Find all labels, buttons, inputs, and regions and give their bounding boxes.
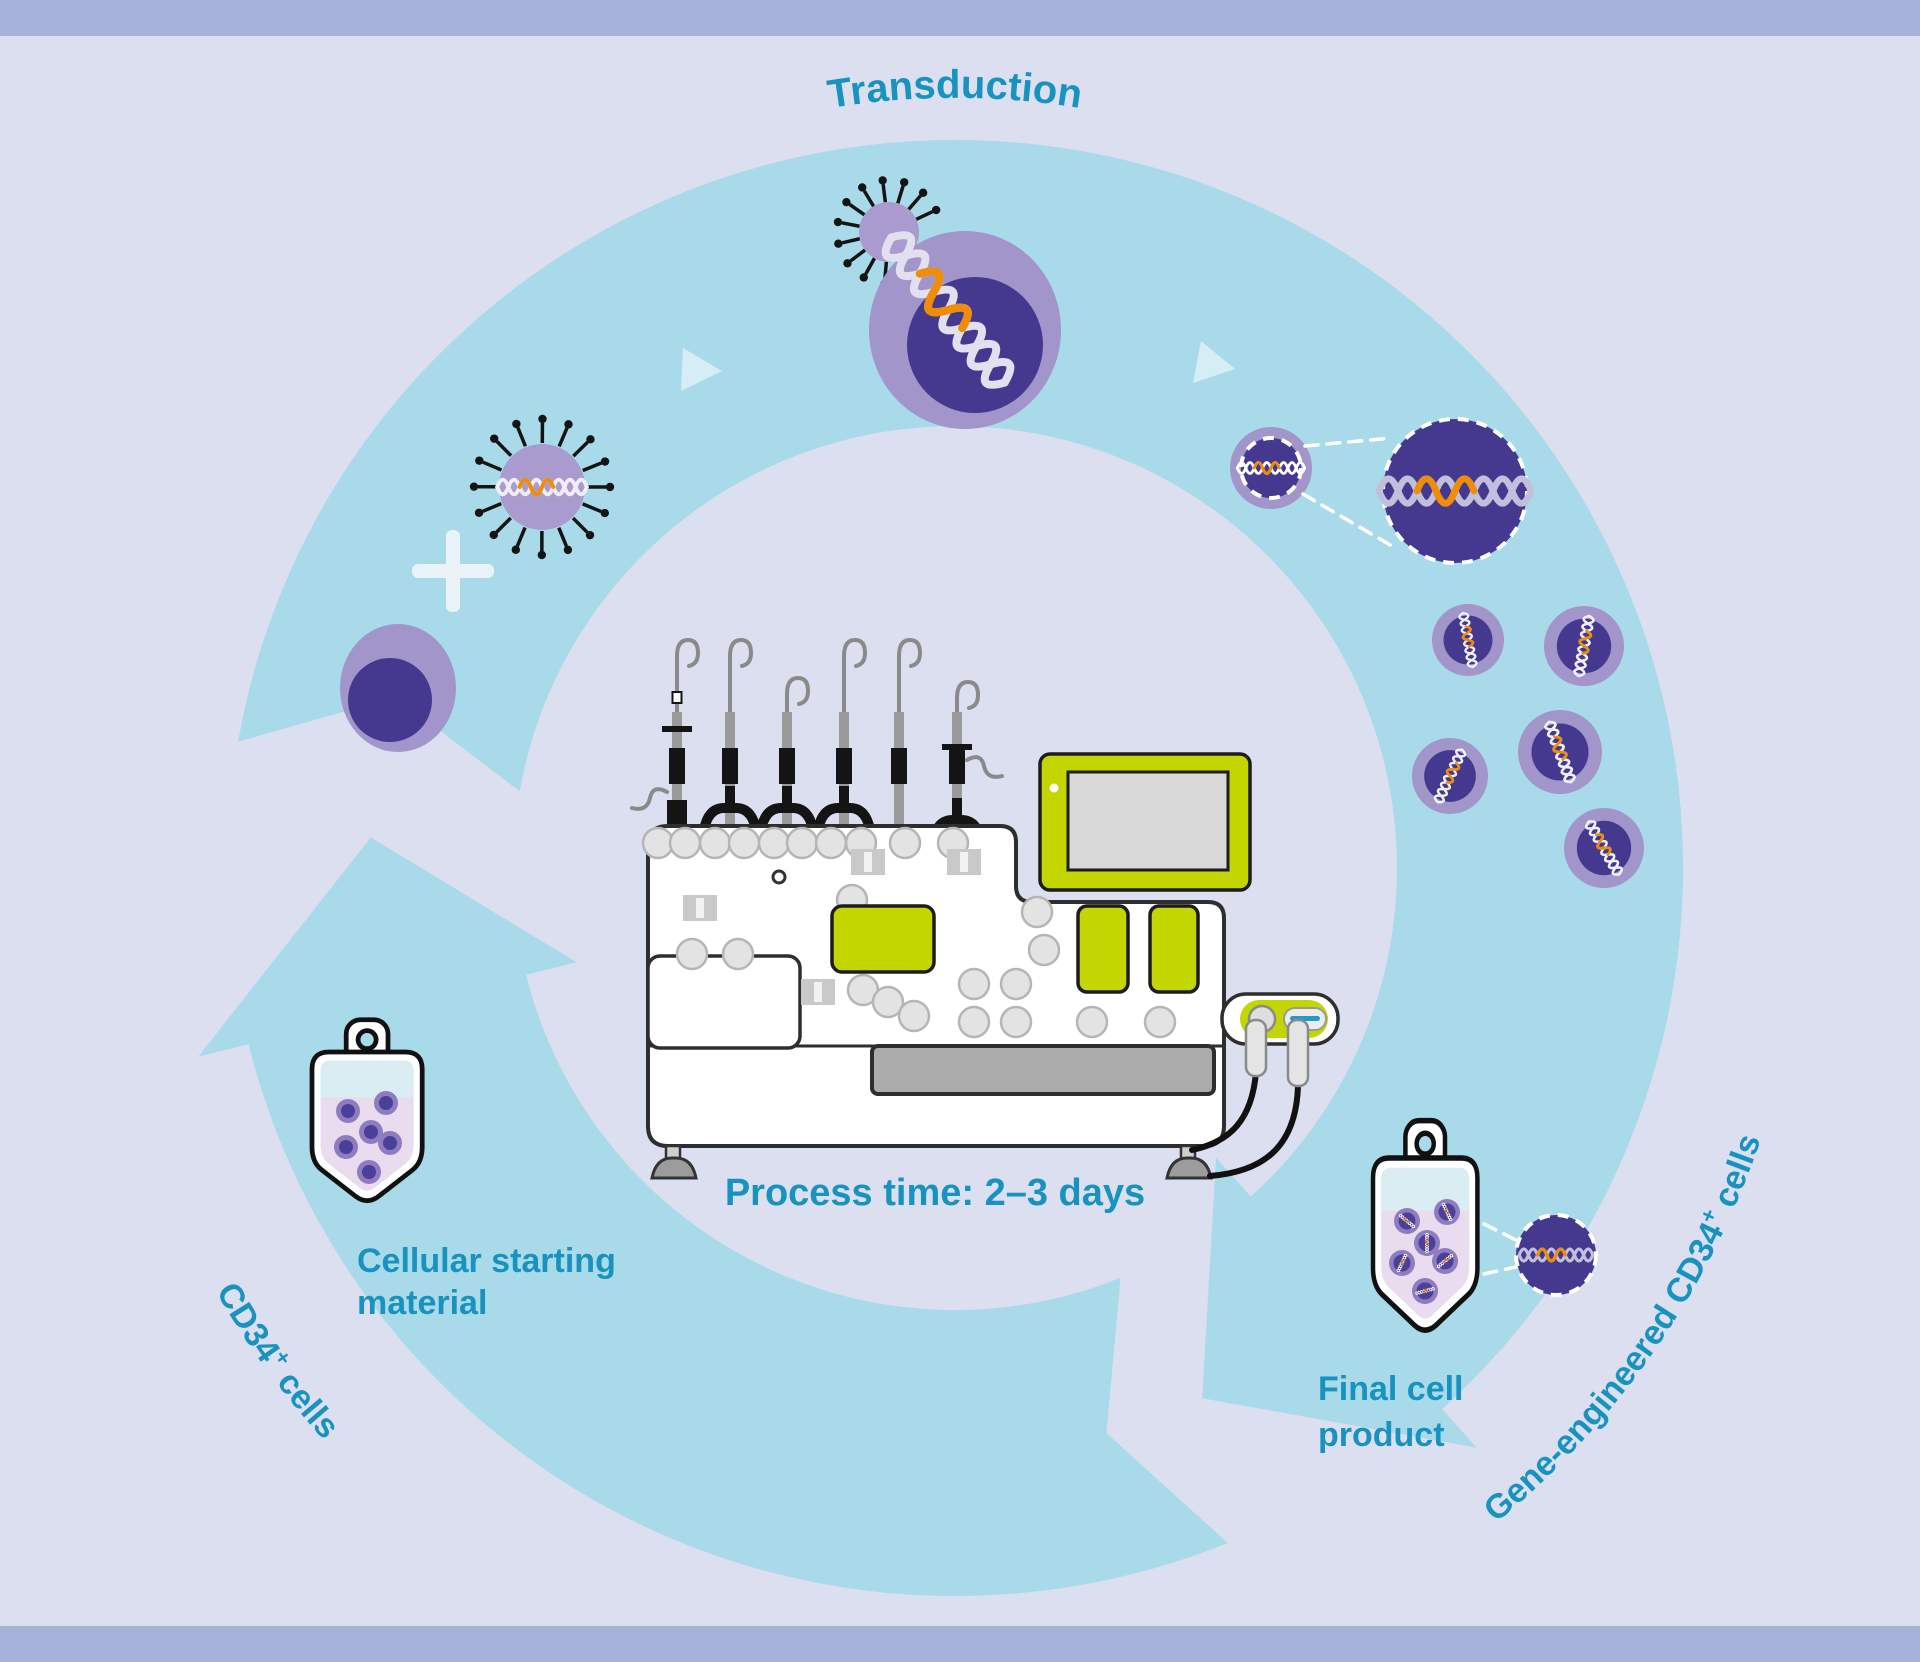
engineered-cells-cluster — [1412, 604, 1644, 888]
cd34-cell-icon — [340, 624, 456, 752]
final-product-label-line1: Final cell — [1318, 1370, 1464, 1408]
machine-green-pad — [1148, 904, 1200, 994]
plus-icon — [412, 530, 494, 612]
lentivirus-icon — [469, 414, 615, 560]
machine-tray — [870, 1044, 1216, 1096]
process-time-label: Process time: 2–3 days — [725, 1172, 1145, 1214]
bag-cells — [334, 1091, 402, 1184]
machine-foot — [650, 1156, 698, 1180]
mini-magnified-dna-icon — [1514, 1213, 1598, 1297]
transduced-cell-icon — [1230, 427, 1312, 509]
bag-cells — [1389, 1199, 1460, 1304]
machine-ports — [641, 826, 1177, 1039]
machine-green-pad — [1076, 904, 1130, 994]
transduction-virus-cell-icon — [833, 176, 1061, 429]
starting-material-bag-icon — [312, 1020, 422, 1201]
machine-screen — [1038, 752, 1252, 892]
cycle-arrow-lower — [198, 837, 1228, 1597]
machine-foot — [1165, 1156, 1213, 1180]
starting-material-label-line1: Cellular starting — [357, 1242, 616, 1280]
machine-front-door — [646, 954, 802, 1050]
starting-material-label-line2: material — [357, 1284, 487, 1322]
top-border-bar — [0, 0, 1920, 36]
machine-green-pad — [830, 904, 936, 974]
bottom-border-bar — [0, 1626, 1920, 1662]
direction-triangle-icon — [1193, 341, 1235, 383]
final-product-bag-icon — [1373, 1121, 1477, 1331]
magnified-dna-icon — [1379, 417, 1531, 565]
direction-triangle-icon — [681, 348, 722, 391]
final-product-label-line2: product — [1318, 1416, 1445, 1454]
machine-pump-unit — [1189, 992, 1340, 1179]
cell-processing-device-icon — [630, 637, 1340, 1180]
cycle-arrow-upper — [238, 139, 1684, 1448]
screen-power-led — [1049, 783, 1059, 793]
